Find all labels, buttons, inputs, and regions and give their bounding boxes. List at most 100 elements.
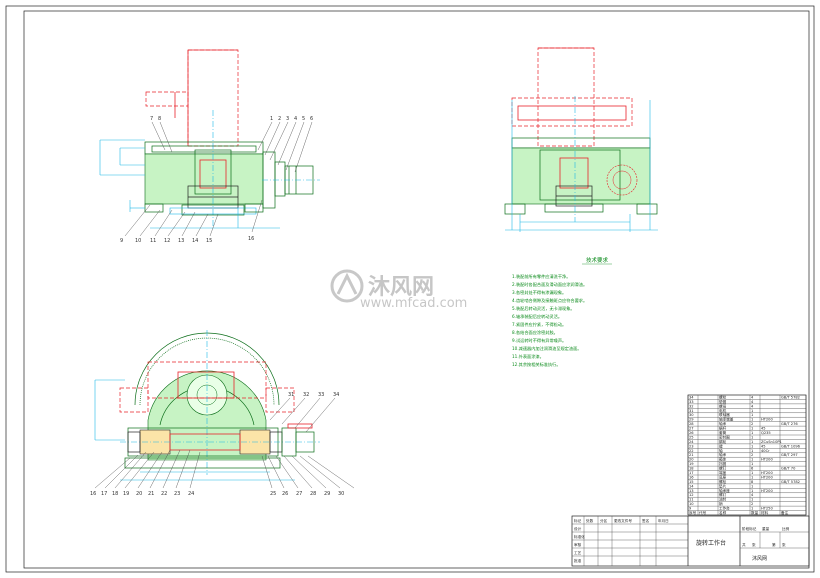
bom-cell: 端盖: [719, 470, 727, 475]
tb-field: 审核: [574, 542, 582, 547]
bom-cell: 20: [689, 458, 694, 462]
bom-cell: 16: [689, 475, 694, 479]
bom-cell: 密封圈: [719, 434, 730, 439]
plan-balloon: 34: [333, 392, 339, 398]
bom-cell: 45: [761, 444, 766, 448]
bom-header-cell: 材料: [761, 510, 769, 515]
plan-balloon: 24: [188, 491, 194, 497]
tb-field: 处数: [586, 518, 594, 523]
note-line: 1.装配前所有零件应清洗干净。: [512, 273, 570, 280]
bom-cell: 1: [751, 413, 753, 417]
note-line: 5.装配后转动灵活，无卡滞现象。: [512, 305, 575, 312]
plan-balloon: 16: [90, 491, 96, 497]
front-balloon: 11: [150, 238, 156, 244]
tb-field: 第: [772, 542, 776, 547]
note-line: 10.减速器内加注润滑油至规定油面。: [512, 345, 581, 352]
plan-balloon: 25: [270, 491, 276, 497]
bom-cell: 螺钉: [719, 492, 727, 497]
bom-cell: GB/T 297: [781, 453, 798, 457]
bom-cell: 1: [751, 471, 753, 475]
bom-header-cell: 备注: [781, 510, 789, 515]
bom-cell: 15: [689, 480, 694, 484]
bom-cell: ZCuSn10P1: [761, 440, 782, 444]
bom-cell: 螺栓: [719, 394, 727, 399]
bom-cell: 1: [751, 462, 753, 466]
outer-border: [5, 5, 815, 573]
plan-balloon: 28: [310, 491, 316, 497]
bom-cell: 工作台: [719, 506, 730, 511]
bom-cell: 2: [751, 502, 753, 506]
bom-cell: 26: [689, 431, 694, 435]
bom-cell: 联轴器: [719, 412, 730, 417]
front-balloon: 10: [135, 238, 141, 244]
note-line: 3.各密封处不得有渗漏现象。: [512, 289, 566, 296]
bom-cell: HT200: [761, 458, 773, 462]
bom-cell: 32: [689, 404, 694, 408]
bom-cell: 28: [689, 422, 694, 426]
bom-cell: 油封: [719, 497, 727, 502]
bom-cell: 23: [689, 444, 694, 448]
tb-field: 张: [752, 542, 756, 547]
bom-cell: 底座: [719, 474, 727, 479]
watermark-logo-icon: [330, 269, 364, 303]
front-balloon: 14: [192, 238, 198, 244]
bom-cell: 29: [689, 418, 694, 422]
bom-cell: 17: [689, 471, 694, 475]
bom-cell: 2: [751, 422, 753, 426]
plan-balloon: 27: [296, 491, 302, 497]
bom-cell: 1: [751, 449, 753, 453]
bom-cell: HT200: [761, 475, 773, 479]
bom-cell: 螺栓: [719, 479, 727, 484]
bom-cell: 螺母: [719, 403, 727, 408]
watermark-brand: 沐风网: [368, 275, 434, 300]
front-balloon: 9: [120, 238, 123, 244]
bom-cell: 垫圈: [719, 399, 727, 404]
inner-border: [23, 10, 810, 569]
bom-cell: 轴承: [719, 452, 727, 457]
note-line: 7.紧固件应拧紧，不得松动。: [512, 321, 566, 328]
tb-field: 标准化: [574, 534, 585, 539]
plan-balloon: 33: [318, 392, 324, 398]
bom-cell: 40Cr: [761, 449, 770, 453]
tb-field: 标记: [574, 518, 582, 523]
plan-balloon: 22: [161, 491, 167, 497]
plan-view: 31 32 33 34 16 17 18 19 20 21 22 23 24 2…: [90, 330, 355, 497]
front-balloon: 5: [302, 116, 305, 122]
bom-cell: 6: [751, 467, 754, 471]
bom-cell: 25: [689, 435, 694, 439]
bom-cell: 1: [751, 489, 753, 493]
bom-cell: 10: [689, 502, 694, 506]
watermark: 沐风网 www.mfcad.com: [330, 269, 467, 311]
company-name: 沐风网: [752, 555, 767, 562]
bom-cell: 1: [751, 418, 753, 422]
front-view: 7 8 1 2 3 4 5 6 9 10 11 12 13 14 15 16: [99, 49, 320, 244]
bom-cell: 挡圈: [719, 461, 727, 466]
bom-cell: GB/T 5782: [781, 395, 800, 399]
front-balloon: 13: [178, 238, 184, 244]
note-line: 4.齿轮啮合侧隙及接触斑点应符合要求。: [512, 297, 587, 304]
bom-cell: 1: [751, 484, 753, 488]
bom-cell: 12: [689, 493, 694, 497]
bom-cell: 螺钉: [719, 466, 727, 471]
bom-cell: 1: [751, 431, 753, 435]
bom-cell: 19: [689, 462, 694, 466]
bom-cell: 轴: [719, 448, 723, 453]
bom-cell: 销: [719, 501, 723, 506]
bom-cell: 垫片: [719, 483, 727, 488]
note-line: 11.外表面涂漆。: [512, 353, 544, 360]
bom-cell: 1: [751, 440, 753, 444]
bom-cell: 箱体: [719, 457, 727, 462]
bom-cell: HT200: [761, 489, 773, 493]
bom-cell: 1: [751, 507, 753, 511]
bom-cell: 21: [689, 453, 694, 457]
watermark-url: www.mfcad.com: [360, 296, 467, 311]
bom-header-cell: 名称: [719, 510, 727, 515]
bom-cell: 蜗轮: [719, 439, 727, 444]
front-balloon: 1: [270, 116, 273, 122]
bom-cell: 24: [689, 440, 694, 444]
bom-cell: 13: [689, 489, 694, 493]
front-balloon: 16: [248, 236, 254, 242]
